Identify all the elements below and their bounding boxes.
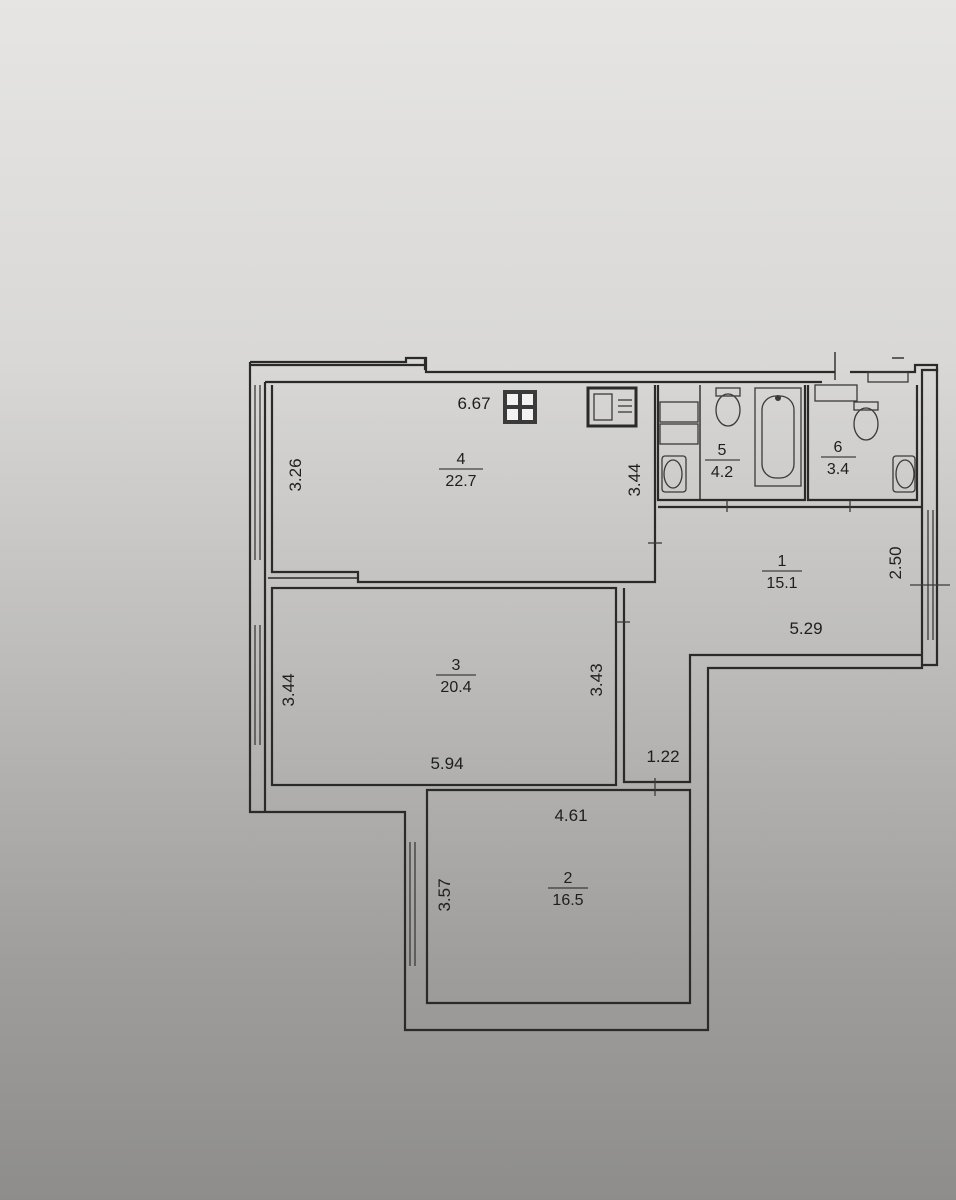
dim-room3-inner: 3.43	[587, 663, 606, 696]
room-1-outline	[622, 505, 922, 784]
dim-room2-height: 3.57	[435, 878, 454, 911]
room-1-number: 1	[778, 553, 787, 570]
dim-room1-height: 2.50	[886, 546, 905, 579]
washbasin-icon-2	[892, 455, 916, 493]
room-4-outline	[268, 385, 657, 584]
door-marks	[616, 500, 950, 796]
bathtub-icon	[754, 387, 802, 487]
kitchen-sink-icon	[586, 386, 638, 428]
room-3-area: 20.4	[440, 679, 471, 696]
dim-room3-width: 5.94	[430, 754, 463, 773]
room-3-number: 3	[452, 657, 461, 674]
dim-room4-inner: 3.44	[625, 463, 644, 496]
dim-room2-width: 4.61	[554, 806, 587, 825]
room-2-area: 16.5	[552, 892, 583, 909]
room-1-label: 1 15.1	[762, 553, 802, 592]
stove-icon	[503, 390, 537, 424]
room-6-number: 6	[834, 439, 843, 456]
washbasin-icon	[661, 455, 687, 493]
window-left-2	[254, 625, 261, 745]
toilet-icon	[715, 387, 741, 427]
room-2-outline	[425, 788, 692, 1005]
window-left-1	[254, 385, 261, 560]
room-2-label: 2 16.5	[548, 870, 588, 909]
room-5-number: 5	[718, 442, 727, 459]
window-right	[927, 510, 934, 640]
dim-room4-width: 6.67	[457, 394, 490, 413]
washer-icon	[659, 401, 699, 445]
outer-walls	[248, 356, 939, 1032]
room-4-label: 4 22.7	[439, 451, 483, 490]
room-5-label: 5 4.2	[705, 442, 740, 481]
room-1-area: 15.1	[766, 575, 797, 592]
room-6-area: 3.4	[827, 461, 849, 478]
dim-room4-height: 3.26	[286, 458, 305, 491]
room-4-area: 22.7	[445, 473, 476, 490]
dim-corridor: 1.22	[646, 747, 679, 766]
room-3-outline	[270, 586, 618, 787]
room-3-label: 3 20.4	[436, 657, 476, 696]
vent-shaft	[814, 352, 909, 402]
window-left-3	[409, 842, 416, 966]
room-4-number: 4	[457, 451, 466, 468]
room-2-number: 2	[564, 870, 573, 887]
toilet-icon-2	[853, 401, 879, 441]
dim-room1-width: 5.29	[789, 619, 822, 638]
room-5-area: 4.2	[711, 464, 733, 481]
dim-room3-height: 3.44	[279, 673, 298, 706]
room-6-label: 6 3.4	[821, 439, 856, 478]
room-6-outline	[806, 385, 919, 502]
room-5-outline	[656, 385, 807, 502]
